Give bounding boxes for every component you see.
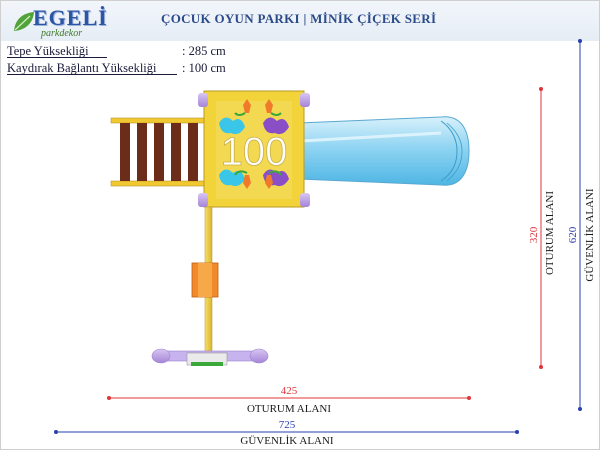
leaf-icon <box>14 12 34 31</box>
dimension-safety-depth: 620 GÜVENLİK ALANI <box>567 39 596 411</box>
dimension-seating-depth: 320 OTURUM ALANI <box>528 87 556 369</box>
spec-label-slide-height: Kaydırak Bağlantı Yüksekliği <box>7 61 157 75</box>
logo-tagline: parkdekor <box>41 28 83 39</box>
seating-width-label: OTURUM ALANI <box>247 403 331 415</box>
slide <box>298 116 470 186</box>
safety-width-label: GÜVENLİK ALANI <box>240 435 334 447</box>
safety-depth-label: GÜVENLİK ALANI <box>584 188 596 282</box>
seating-depth-label: OTURUM ALANI <box>544 191 556 275</box>
spec-label-top-height: Tepe Yüksekliği <box>7 44 89 58</box>
header-band <box>1 1 599 41</box>
brand-logo: EGELİ parkdekor <box>11 3 111 41</box>
ladder-step <box>154 123 164 181</box>
safety-width-value: 725 <box>279 419 296 431</box>
tulip-flower-decoration <box>219 99 289 189</box>
dimension-seating-width: 425 OTURUM ALANI <box>107 385 471 415</box>
page-title: ÇOCUK OYUN PARKI | MİNİK ÇİÇEK SERİ <box>161 11 437 26</box>
ladder-step <box>120 123 130 181</box>
base-frame <box>151 348 269 366</box>
spec-underline <box>7 57 107 58</box>
seating-depth-value: 320 <box>528 226 540 243</box>
spec-value-top-height: : 285 cm <box>182 44 226 58</box>
ladder-step <box>137 123 147 181</box>
spec-underline <box>7 74 177 75</box>
model-number: 100 <box>221 130 288 174</box>
support-post <box>191 206 219 358</box>
dimension-safety-width: 725 GÜVENLİK ALANI <box>54 419 519 447</box>
safety-depth-value: 620 <box>567 226 579 243</box>
spec-value-slide-height: : 100 cm <box>182 61 226 75</box>
tower-platform <box>198 90 310 208</box>
seating-width-value: 425 <box>281 385 298 397</box>
logo-wordmark: EGELİ <box>33 5 108 30</box>
ladder-step <box>171 123 181 181</box>
ladder-step <box>188 123 198 181</box>
ladder <box>110 117 208 187</box>
